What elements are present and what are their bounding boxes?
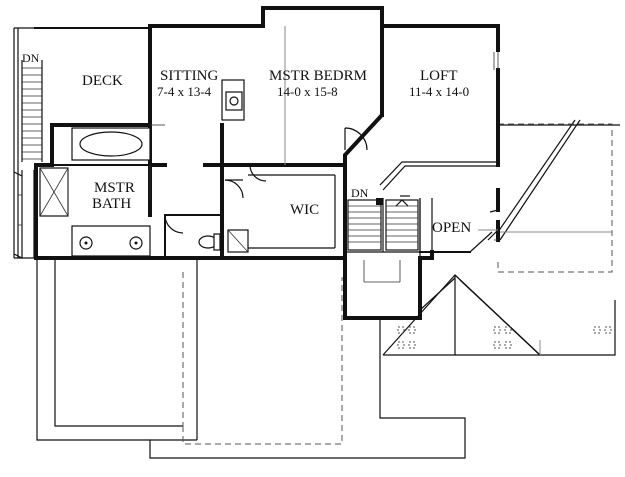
- master-bedroom-dimensions: 14-0 x 15-8: [277, 84, 338, 99]
- deck-stair: [21, 60, 43, 162]
- loft-dimensions: 11-4 x 14-0: [409, 84, 469, 99]
- wic-label: WIC: [290, 202, 319, 218]
- master-bedroom-name: MSTR BEDRM: [269, 68, 367, 84]
- open-label: OPEN: [432, 220, 471, 236]
- sink-icon: [229, 96, 239, 106]
- master-bath-name-line2: BATH: [92, 196, 131, 212]
- sitting-name: SITTING: [160, 68, 218, 84]
- stair-arrow-icon: [395, 199, 409, 207]
- dn-left-label: DN: [22, 51, 40, 65]
- stair-post-icon: [376, 198, 383, 205]
- deck-label: DECK: [82, 73, 123, 89]
- master-bath-name-line1: MSTR: [94, 180, 135, 196]
- tub-icon: [79, 131, 143, 157]
- dn-stair-label: DN: [351, 186, 369, 200]
- interior-stair: [347, 198, 419, 283]
- right-roof: [382, 119, 620, 356]
- loft-railing: [379, 161, 499, 260]
- interior-details: [67, 26, 499, 249]
- sitting-dimensions: 7-4 x 13-4: [157, 84, 212, 99]
- interior-walls: [51, 24, 421, 260]
- sitting-fixtures: [221, 79, 245, 121]
- master-bath-fixtures: [39, 127, 249, 257]
- lower-roof-outline: [36, 258, 466, 459]
- doors: [92, 27, 380, 319]
- loft-name: LOFT: [420, 68, 458, 84]
- room-labels: DN DECK SITTING 7-4 x 13-4 MSTR BEDRM 14…: [22, 51, 471, 236]
